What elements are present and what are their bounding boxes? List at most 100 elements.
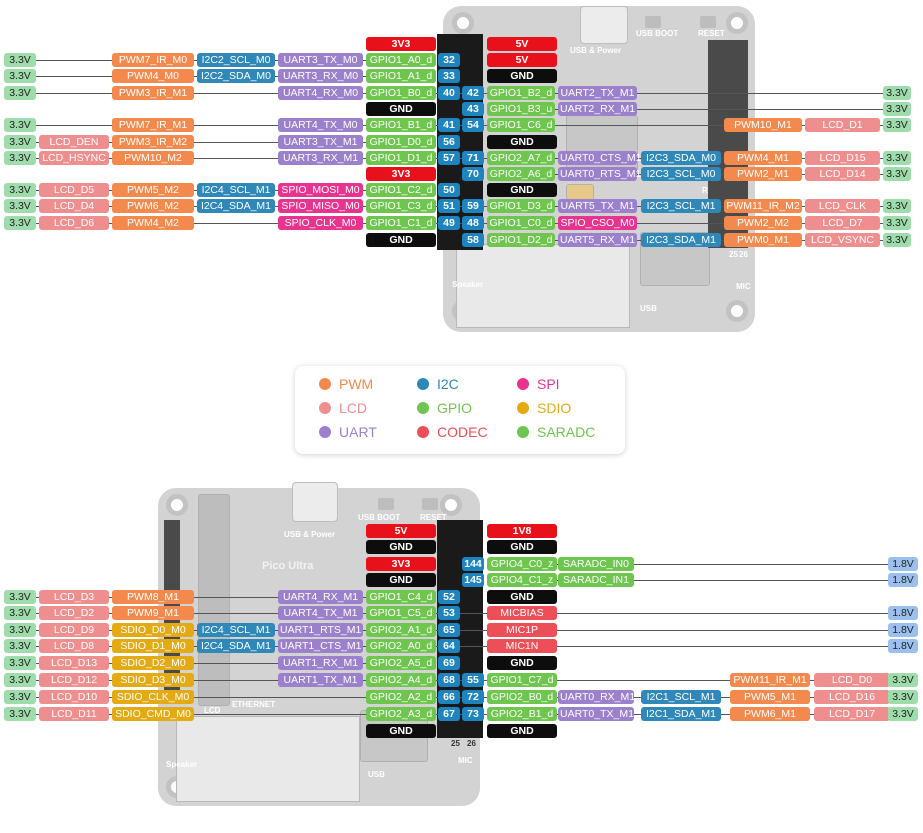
pin-function-tag: I2C1_SDA_M1 [641, 707, 721, 721]
pin-function-tag: SARADC_IN1 [558, 573, 634, 587]
legend-swatch [517, 402, 529, 414]
pin-function-tag: UART1_RX_M1 [278, 656, 363, 670]
speaker-silk: Speaker [452, 280, 484, 289]
pin-function-tag: I2C3_SCL_M0 [641, 167, 721, 181]
pin-function-tag: UART5_RX_M1 [558, 233, 637, 247]
mount-hole [726, 12, 748, 34]
pin-function-tag: 3.3V [4, 53, 36, 67]
pin-label: GND [487, 724, 557, 738]
pin-function-tag: UART3_TX_M1 [278, 135, 363, 149]
ethernet-port [176, 716, 360, 802]
pin-function-tag: 3.3V [883, 102, 911, 116]
pin-function-tag: UART2_RX_M1 [558, 102, 637, 116]
pin-function-tag: UART4_RX_M0 [278, 86, 363, 100]
pin-function-tag: I2C4_SDA_M1 [197, 199, 275, 213]
pin-function-tag: 3.3V [883, 151, 911, 165]
pin-function-tag: LCD_CLK [805, 199, 880, 213]
pin-function-tag: I2C4_SDA_M1 [197, 639, 275, 653]
pin-function-tag: LCD_D5 [39, 183, 109, 197]
pin-number: 59 [462, 199, 484, 213]
pin-function-tag: 3.3V [883, 216, 911, 230]
pin-function-tag: LCD_D7 [805, 216, 880, 230]
pin-function-tag: LCD_D16 [814, 690, 890, 704]
pin-function-tag: PWM2_M2 [724, 216, 802, 230]
pin-function-tag: UART1_CTS_M1 [278, 639, 363, 653]
pin-function-tag: UART3_RX_M0 [278, 69, 363, 83]
pin-number: 32 [438, 53, 460, 67]
pin-function-tag: 3.3V [4, 69, 36, 83]
pin-function-tag: MIC1P [487, 623, 557, 637]
pin-function-tag: UART0_TX_M1 [558, 707, 634, 721]
pin-number: 48 [462, 216, 484, 230]
pin-function-tag: 3.3V [4, 639, 36, 653]
pin-function-tag: 3.3V [4, 673, 36, 687]
pin-function-tag: PWM4_M0 [112, 69, 194, 83]
pin-number: 40 [438, 86, 460, 100]
pin-function-tag: UART1_RTS_M1 [278, 623, 363, 637]
pin-label: 3V3 [366, 37, 436, 51]
pin-index-a: 25 [729, 250, 738, 259]
pin-function-tag: 3.3V [888, 673, 918, 687]
pin-function-tag: PWM9_M1 [112, 606, 194, 620]
pin-function-tag: I2C3_SCL_M1 [641, 199, 721, 213]
pin-number: 65 [438, 623, 460, 637]
pin-function-tag: 3.3V [4, 216, 36, 230]
pin-function-tag: PWM3_IR_M2 [112, 135, 194, 149]
pin-function-tag: 3.3V [4, 623, 36, 637]
pin-label: GND [487, 183, 557, 197]
pin-function-tag: GPIO1_C4_d [366, 590, 436, 604]
mount-hole [440, 494, 462, 516]
pin-function-tag: LCD_D2 [39, 606, 109, 620]
pin-function-tag: GPIO2_A6_d [487, 167, 555, 181]
pin-function-tag: 1.8V [888, 573, 918, 587]
pin-index-b: 26 [467, 739, 476, 748]
pin-leader-line [4, 613, 918, 614]
pin-function-tag: 3.3V [883, 167, 911, 181]
pin-function-tag: SARADC_IN0 [558, 557, 634, 571]
pin-number: 58 [462, 233, 484, 247]
legend-swatch [517, 426, 529, 438]
pin-function-tag: PWM6_M1 [730, 707, 810, 721]
pin-function-tag: LCD_D9 [39, 623, 109, 637]
pin-function-tag: GPIO1_C0_d [487, 216, 555, 230]
side-header [708, 40, 748, 248]
usb-boot-silk: USB BOOT [636, 29, 679, 38]
pin-function-tag: GPIO2_A2_d [366, 690, 436, 704]
pin-function-tag: GPIO1_D0_d [366, 135, 436, 149]
pin-function-tag: I2C3_SDA_M0 [641, 151, 721, 165]
legend-swatch [319, 378, 331, 390]
legend-swatch [417, 426, 429, 438]
pin-function-tag: SDIO_CMD_M0 [112, 707, 194, 721]
pin-function-tag: GPIO2_A0_d [366, 639, 436, 653]
pin-function-tag: LCD_HSYNC [39, 151, 109, 165]
pin-function-tag: 3.3V [4, 606, 36, 620]
reset-button [700, 16, 716, 28]
pin-label: GND [366, 573, 436, 587]
pin-function-tag: GPIO2_A7_d [487, 151, 555, 165]
pin-index-a: 25 [451, 739, 460, 748]
legend-swatch [417, 378, 429, 390]
pin-function-tag: 3.3V [4, 118, 36, 132]
pin-function-tag: UART4_RX_M1 [278, 590, 363, 604]
pin-leader-line [4, 697, 918, 698]
speaker-silk: Speaker [166, 760, 198, 769]
pin-number: 41 [438, 118, 460, 132]
pin-function-tag: 3.3V [883, 233, 911, 247]
pin-function-tag: I2C4_SCL_M1 [197, 623, 275, 637]
legend: PWM I2C SPI LCD GPIO SDIO UART CODEC SAR… [295, 366, 625, 454]
pin-number: 51 [438, 199, 460, 213]
pin-label: 5V [487, 53, 557, 67]
pin-function-tag: GPIO1_C7_d [487, 673, 557, 687]
brand-silk: Pico Ultra [262, 560, 314, 572]
pin-function-tag: GPIO1_D3_d [487, 199, 555, 213]
pin-function-tag: GPIO4_C1_z [487, 573, 557, 587]
pin-number: 69 [438, 656, 460, 670]
pin-label: GND [487, 656, 557, 670]
usb-c-connector [580, 6, 628, 44]
pin-number: 53 [438, 606, 460, 620]
pin-number: 66 [438, 690, 460, 704]
pin-number: 52 [438, 590, 460, 604]
pin-function-tag: GPIO1_C2_d [366, 183, 436, 197]
pin-function-tag: PWM10_M2 [112, 151, 194, 165]
pin-function-tag: SDIO_D3_M0 [112, 673, 194, 687]
